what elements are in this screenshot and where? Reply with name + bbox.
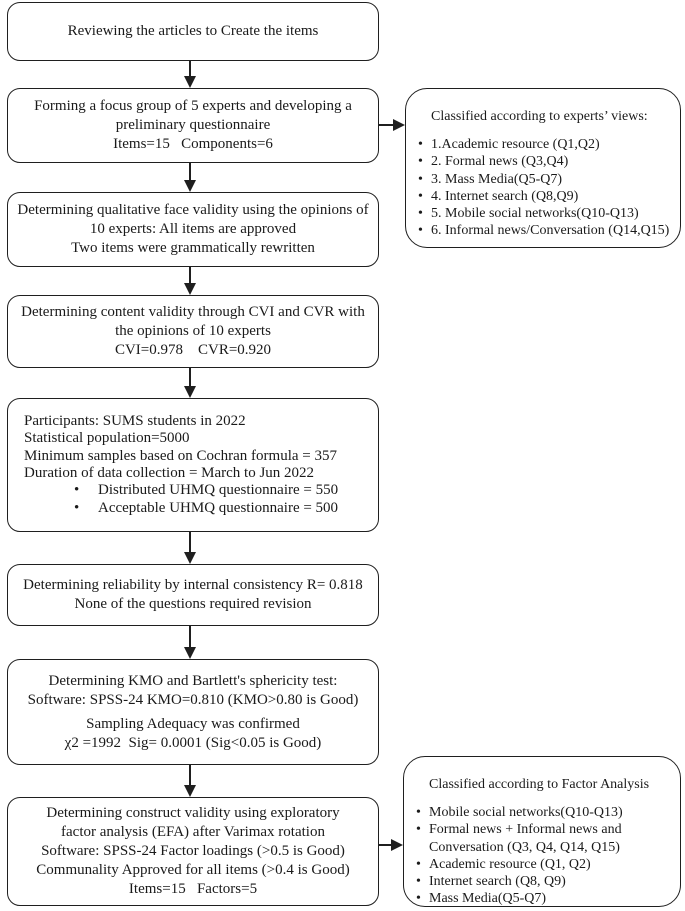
flow-arrow-right-top — [379, 119, 405, 131]
bullet-icon: • — [418, 188, 423, 204]
step-text-line: CVI=0.978 CVR=0.920 — [114, 342, 272, 358]
list-item: • Academic resource (Q1, Q2) — [416, 856, 676, 873]
list-item: • Internet search (Q8, Q9) — [416, 873, 676, 890]
side-box-factor-classification: Classified according to Factor Analysis … — [403, 756, 681, 907]
list-item-label: Mobile social networks(Q10-Q13) — [429, 805, 623, 821]
list-item-label: 4. Internet search (Q8,Q9) — [431, 188, 579, 204]
side-box-title: Classified according to Factor Analysis — [429, 777, 650, 792]
list-item: • 3. Mass Media(Q5-Q7) — [418, 171, 676, 188]
list-item-label: 6. Informal news/Conversation (Q14,Q15) — [431, 223, 670, 239]
list-item: • Formal news + Informal news and Conver… — [416, 821, 676, 855]
step-text-line: None of the questions required revision — [74, 596, 312, 612]
step-text-line: preliminary questionnaire — [115, 117, 271, 133]
step-text-line: factor analysis (EFA) after Varimax rota… — [61, 824, 325, 840]
bullet-icon: • — [418, 171, 423, 187]
list-item-label: 3. Mass Media(Q5-Q7) — [431, 171, 563, 187]
bullet-icon: • — [418, 206, 423, 222]
flow-arrow-down-7 — [184, 765, 196, 797]
list-item: • 5. Mobile social networks(Q10-Q13) — [418, 205, 676, 222]
list-item: • 6. Informal news/Conversation (Q14,Q15… — [418, 222, 676, 239]
bullet-icon: • — [416, 805, 421, 821]
step-text-line: Minimum samples based on Cochran formula… — [24, 447, 337, 464]
step-text-line: Determining reliability by internal cons… — [23, 577, 363, 593]
bullet-icon: • — [416, 891, 421, 907]
flow-arrow-down-2 — [184, 163, 196, 192]
list-item-label: Academic resource (Q1, Q2) — [429, 856, 591, 872]
bullet-icon: • — [416, 856, 421, 872]
flow-arrow-down-4 — [184, 368, 196, 398]
step-box-kmo-bartlett: Determining KMO and Bartlett's sphericit… — [7, 659, 379, 765]
step-box-focus-group: Forming a focus group of 5 experts and d… — [7, 88, 379, 163]
step-text-line: Determining content validity through CVI… — [21, 304, 365, 320]
list-item-label: Mass Media(Q5-Q7) — [429, 891, 547, 907]
step-text-line: Participants: SUMS students in 2022 — [24, 412, 246, 429]
list-item-label: 2. Formal news (Q3,Q4) — [431, 154, 569, 170]
bullet-icon: • — [74, 482, 80, 499]
bullet-icon: • — [74, 499, 80, 516]
step-text-line: Communality Approved for all items (>0.4… — [36, 862, 350, 878]
step-text-line: Duration of data collection = March to J… — [24, 465, 315, 481]
list-item: • Mobile social networks(Q10-Q13) — [416, 804, 676, 821]
list-item: • 1.Academic resource (Q1,Q2) — [418, 136, 676, 153]
step-text-line: Items=15 Factors=5 — [128, 881, 258, 897]
side-box-title: Classified according to experts’ views: — [431, 109, 648, 124]
step-text-line: Determining qualitative face validity us… — [17, 202, 369, 218]
list-item-label: 5. Mobile social networks(Q10-Q13) — [431, 206, 639, 222]
list-item: • Mass Media(Q5-Q7) — [416, 890, 676, 907]
bullet-icon: • — [418, 223, 423, 239]
list-item-label: Distributed UHMQ questionnaire = 550 — [98, 482, 339, 499]
step-text-line: Software: SPSS-24 KMO=0.810 (KMO>0.80 is… — [27, 691, 359, 708]
list-item: • Acceptable UHMQ questionnaire = 500 — [24, 500, 338, 517]
step-box-content-validity: Determining content validity through CVI… — [7, 295, 379, 368]
step-box-review-articles: Reviewing the articles to Create the ite… — [7, 2, 379, 61]
step-text-line: Statistical population=5000 — [24, 430, 190, 447]
step-box-face-validity: Determining qualitative face validity us… — [7, 192, 379, 267]
step-text-line: Determining construct validity using exp… — [46, 805, 340, 821]
flow-arrow-down-6 — [184, 626, 196, 659]
step-text-line: Two items were grammatically rewritten — [71, 240, 315, 256]
step-box-reliability: Determining reliability by internal cons… — [7, 564, 379, 626]
step-box-participants: Participants: SUMS students in 2022 Stat… — [7, 398, 379, 532]
flow-arrow-down-5 — [184, 532, 196, 564]
step-text-line: Reviewing the articles to Create the ite… — [67, 23, 319, 39]
bullet-icon: • — [416, 874, 421, 890]
bullet-icon: • — [416, 822, 421, 838]
bullet-icon: • — [418, 154, 423, 170]
flow-arrow-down-3 — [184, 267, 196, 295]
step-text-line: Items=15 Components=6 — [113, 136, 273, 152]
list-item: • 2. Formal news (Q3,Q4) — [418, 153, 676, 170]
step-box-construct-validity: Determining construct validity using exp… — [7, 797, 379, 906]
step-text-line: χ2 =1992 Sig= 0.0001 (Sig<0.05 is Good) — [64, 734, 322, 751]
side-box-experts-classification: Classified according to experts’ views: … — [405, 88, 681, 248]
list-item-label: Formal news + Informal news and Conversa… — [429, 822, 626, 855]
step-text-line: Forming a focus group of 5 experts and d… — [34, 98, 352, 114]
list-item-label: Internet search (Q8, Q9) — [429, 874, 566, 890]
list-item-label: 1.Academic resource (Q1,Q2) — [431, 137, 600, 153]
step-text-line: 10 experts: All items are approved — [89, 221, 297, 237]
list-item: • 4. Internet search (Q8,Q9) — [418, 188, 676, 205]
bullet-icon: • — [418, 137, 423, 153]
step-text-line: Software: SPSS-24 Factor loadings (>0.5 … — [41, 843, 345, 859]
list-item: • Distributed UHMQ questionnaire = 550 — [24, 482, 338, 499]
flow-arrow-right-bottom — [379, 839, 403, 851]
flow-arrow-down-1 — [184, 61, 196, 88]
step-text-line: Determining KMO and Bartlett's sphericit… — [48, 672, 338, 689]
list-item-label: Acceptable UHMQ questionnaire = 500 — [98, 499, 339, 516]
step-text-line: the opinions of 10 experts — [115, 323, 271, 339]
step-text-line: Sampling Adequacy was confirmed — [86, 715, 300, 732]
